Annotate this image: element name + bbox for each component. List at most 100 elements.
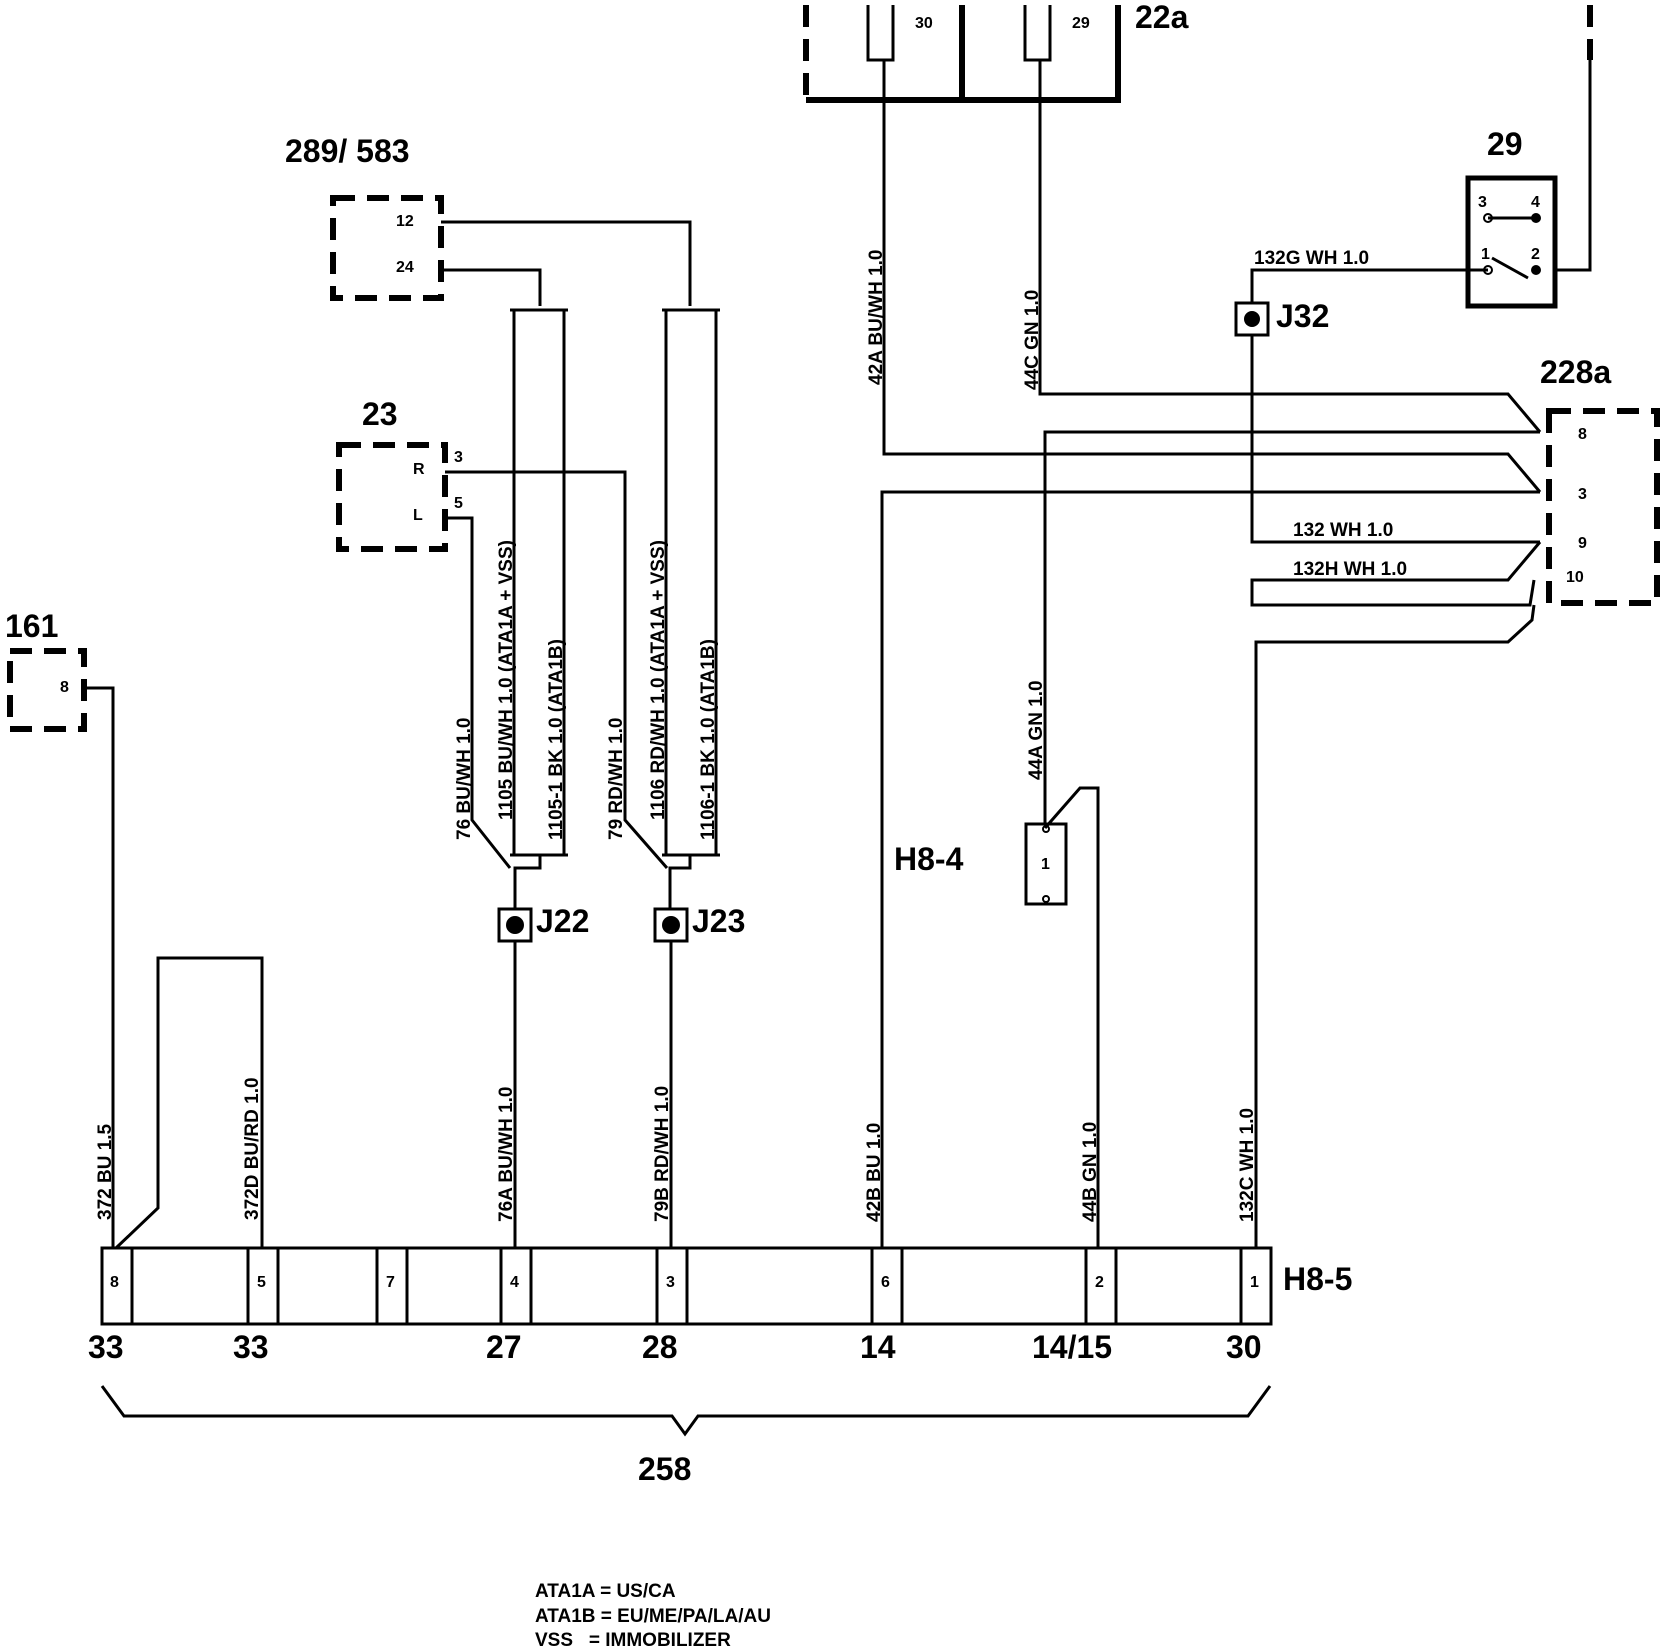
pin-22a-30: 30 bbox=[915, 15, 933, 32]
wire-76a-label: 76A BU/WH 1.0 bbox=[496, 1087, 517, 1223]
bottom-number: 30 bbox=[1226, 1329, 1262, 1365]
component-29: 29 3 4 1 2 bbox=[1465, 126, 1558, 309]
wire-132h bbox=[1250, 541, 1542, 607]
junction-j22: J22 bbox=[497, 903, 589, 943]
wire-76 bbox=[445, 516, 512, 869]
svg-text:8: 8 bbox=[1578, 426, 1587, 443]
component-228a: 228a 8 3 9 10 bbox=[1540, 354, 1660, 606]
h85-pin-3: 3 bbox=[655, 1246, 689, 1326]
wire-1105-1-label: 1105-1 BK 1.0 (ATA1B) bbox=[546, 639, 567, 840]
svg-text:4: 4 bbox=[510, 1274, 519, 1291]
svg-text:6: 6 bbox=[881, 1274, 890, 1291]
bottom-number: 14 bbox=[860, 1329, 896, 1365]
wire-79 bbox=[445, 470, 669, 869]
svg-text:9: 9 bbox=[1578, 535, 1587, 552]
bottom-numbers: 33 33 27 28 14 14/15 30 bbox=[88, 1329, 1262, 1365]
wire-289-pin24 bbox=[441, 268, 542, 306]
bottom-number: 28 bbox=[642, 1329, 678, 1365]
wire-44a-label: 44A GN 1.0 bbox=[1026, 680, 1047, 780]
svg-text:5: 5 bbox=[454, 495, 463, 512]
cable-1106: 1106 RD/WH 1.0 (ATA1A + VSS) 1106-1 BK 1… bbox=[648, 308, 720, 910]
legend: ATA1A = US/CA ATA1B = EU/ME/PA/LA/AU VSS… bbox=[535, 1581, 771, 1648]
label-23: 23 bbox=[362, 396, 398, 432]
wire-132c-label: 132C WH 1.0 bbox=[1237, 1108, 1258, 1222]
svg-text:2: 2 bbox=[1531, 246, 1540, 263]
wire-1106-1-label: 1106-1 BK 1.0 (ATA1B) bbox=[698, 639, 719, 840]
h85-pin-8: 8 bbox=[100, 1246, 134, 1326]
wire-132c bbox=[1254, 604, 1536, 1248]
svg-text:10: 10 bbox=[1566, 569, 1584, 586]
junction-j23: J23 bbox=[653, 903, 745, 943]
label-161: 161 bbox=[5, 608, 58, 644]
pin-22a-29: 29 bbox=[1072, 15, 1090, 32]
group-brace bbox=[100, 1385, 1272, 1437]
wire-42a-label: 42A BU/WH 1.0 bbox=[866, 250, 887, 386]
wire-132h-label: 132H WH 1.0 bbox=[1293, 559, 1407, 580]
h85-pin-7: 7 bbox=[375, 1246, 409, 1326]
svg-text:3: 3 bbox=[666, 1274, 675, 1291]
svg-text:8: 8 bbox=[110, 1274, 119, 1291]
wire-42b-label: 42B BU 1.0 bbox=[864, 1123, 885, 1222]
wire-42a bbox=[882, 60, 1542, 493]
wire-132 bbox=[1250, 335, 1540, 544]
svg-text:L: L bbox=[413, 507, 423, 524]
legend-line: ATA1A = US/CA bbox=[535, 1581, 676, 1602]
cable-1105: 1105 BU/WH 1.0 (ATA1A + VSS) 1105-1 BK 1… bbox=[496, 308, 568, 910]
label-h8-5: H8-5 bbox=[1283, 1261, 1352, 1297]
wire-132g-label: 132G WH 1.0 bbox=[1254, 248, 1369, 269]
svg-text:J23: J23 bbox=[692, 903, 745, 939]
svg-text:7: 7 bbox=[386, 1274, 395, 1291]
bottom-number: 33 bbox=[233, 1329, 269, 1365]
label-258: 258 bbox=[638, 1451, 691, 1487]
svg-text:2: 2 bbox=[1095, 1274, 1104, 1291]
wire-289-pin12 bbox=[441, 220, 692, 306]
junction-j32: J32 bbox=[1234, 298, 1329, 337]
label-228a: 228a bbox=[1540, 354, 1611, 390]
label-h8-4: H8-4 bbox=[894, 841, 964, 877]
svg-text:J32: J32 bbox=[1276, 298, 1329, 334]
svg-text:4: 4 bbox=[1531, 194, 1540, 211]
bottom-number: 33 bbox=[88, 1329, 124, 1365]
svg-text:1: 1 bbox=[1481, 246, 1490, 263]
wire-76-label: 76 BU/WH 1.0 bbox=[454, 718, 475, 840]
wire-29-pin2 bbox=[1542, 60, 1592, 272]
wire-1105-label: 1105 BU/WH 1.0 (ATA1A + VSS) bbox=[496, 540, 517, 820]
legend-line: ATA1B = EU/ME/PA/LA/AU bbox=[535, 1606, 771, 1627]
h85-pin-4: 4 bbox=[499, 1246, 533, 1326]
component-h8-4: 1 H8-4 bbox=[894, 822, 1068, 906]
label-289-583: 289/ 583 bbox=[285, 133, 410, 169]
svg-text:12: 12 bbox=[396, 213, 414, 230]
svg-text:3: 3 bbox=[1478, 194, 1487, 211]
component-22a: 30 29 22a bbox=[803, 0, 1189, 103]
svg-text:1: 1 bbox=[1041, 856, 1050, 873]
svg-text:J22: J22 bbox=[536, 903, 589, 939]
label-29: 29 bbox=[1487, 126, 1523, 162]
bottom-number: 14/15 bbox=[1032, 1329, 1112, 1365]
bottom-number: 27 bbox=[486, 1329, 522, 1365]
wire-42b bbox=[880, 490, 1540, 1248]
svg-text:8: 8 bbox=[60, 679, 69, 696]
h85-pin-2: 2 bbox=[1084, 1246, 1118, 1326]
svg-text:5: 5 bbox=[257, 1274, 266, 1291]
wire-1106-label: 1106 RD/WH 1.0 (ATA1A + VSS) bbox=[648, 540, 669, 820]
label-22a: 22a bbox=[1135, 0, 1189, 35]
svg-text:24: 24 bbox=[396, 259, 414, 276]
h85-pin-5: 5 bbox=[246, 1246, 280, 1326]
wire-44b-label: 44B GN 1.0 bbox=[1080, 1122, 1101, 1222]
h85-pin-6: 6 bbox=[870, 1246, 904, 1326]
wire-44c-label: 44C GN 1.0 bbox=[1022, 290, 1043, 390]
component-161: 161 8 bbox=[5, 608, 87, 732]
wire-132-label: 132 WH 1.0 bbox=[1293, 520, 1393, 541]
wire-372-label: 372 BU 1.5 bbox=[95, 1123, 116, 1220]
wire-79b-label: 79B RD/WH 1.0 bbox=[652, 1086, 673, 1222]
legend-line: VSS = IMMOBILIZER bbox=[535, 1630, 731, 1648]
h85-pin-1: 1 bbox=[1239, 1246, 1273, 1326]
wire-79-label: 79 RD/WH 1.0 bbox=[606, 718, 627, 840]
svg-text:3: 3 bbox=[1578, 486, 1587, 503]
wire-44a-feed bbox=[1043, 430, 1540, 830]
component-289-583: 289/ 583 12 24 bbox=[285, 133, 444, 301]
svg-text:3: 3 bbox=[454, 449, 463, 466]
wire-44b bbox=[1043, 786, 1100, 1248]
wire-372 bbox=[84, 686, 115, 1248]
